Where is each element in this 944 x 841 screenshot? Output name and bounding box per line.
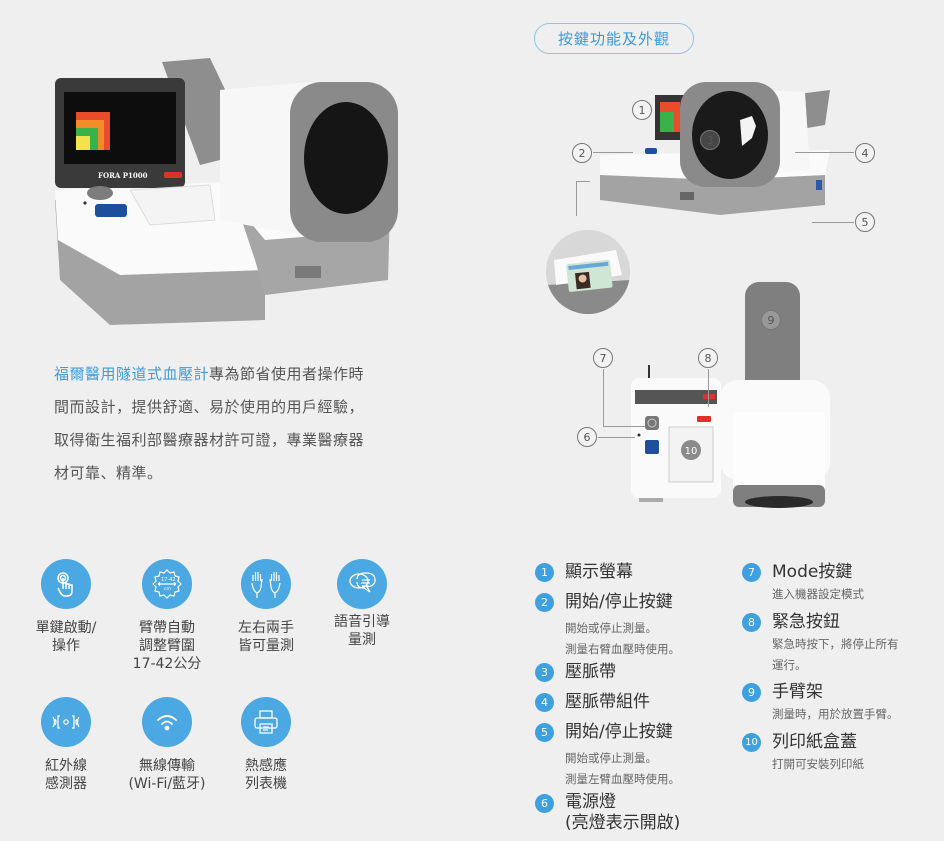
feature-voice-guide: 語音引導量測 — [307, 559, 417, 649]
part-number-badge: 1 — [535, 563, 554, 582]
feature-wireless: 無線傳輸(Wi-Fi/藍牙) — [112, 697, 222, 793]
feature-infrared: 紅外線感測器 — [11, 697, 121, 793]
callout-2: 2 — [572, 143, 592, 163]
device-photo-main: FORA P1000 — [50, 40, 410, 330]
part-number-badge: 9 — [742, 683, 761, 702]
part-item-9: 9 手臂架 測量時，用於放置手臂。 — [742, 681, 942, 727]
feature-both-hands: 左右兩手皆可量測 — [211, 559, 321, 655]
feature-printer: 熱感應列表機 — [211, 697, 321, 793]
callout-1: 1 — [632, 100, 652, 120]
part-item-8: 8 緊急按鈕 緊急時按下，將停止所有運行。 — [742, 611, 942, 677]
svg-text:17-42: 17-42 — [161, 577, 176, 583]
part-number-badge: 7 — [742, 563, 761, 582]
part-number-badge: 6 — [535, 794, 554, 813]
two-hands-icon — [241, 559, 291, 609]
infrared-sensor-icon — [41, 697, 91, 747]
svg-text:FORA P1000: FORA P1000 — [98, 171, 148, 180]
part-item-1: 1 顯示螢幕 — [535, 561, 725, 585]
wifi-icon — [142, 697, 192, 747]
printer-icon — [241, 697, 291, 747]
section-title-pill: 按鍵功能及外觀 — [534, 23, 694, 54]
part-item-4: 4 壓脈帶組件 — [535, 691, 725, 715]
touch-hand-icon — [41, 559, 91, 609]
intro-paragraph: 福爾醫用隧道式血壓計專為節省使用者操作時 間而設計，提供舒適、易於使用的用戶經驗… — [54, 365, 365, 482]
callout-line-4 — [795, 152, 854, 153]
callout-line-7-h — [603, 426, 645, 427]
part-item-5: 5 開始/停止按鍵 開始或停止測量。測量左臂血壓時使用。 — [535, 721, 725, 787]
callout-9: 9 — [761, 310, 781, 330]
cuff-size-icon: 17-42 cm — [142, 559, 192, 609]
callout-line-8 — [708, 369, 709, 407]
part-item-6: 6 電源燈(亮燈表示開啟) — [535, 792, 725, 838]
part-item-3: 3 壓脈帶 — [535, 661, 725, 685]
callout-line-7 — [603, 369, 604, 426]
callout-6: 6 — [577, 427, 597, 447]
callout-line-card — [576, 181, 577, 216]
part-number-badge: 5 — [535, 723, 554, 742]
part-number-badge: 4 — [535, 693, 554, 712]
callout-line-2 — [593, 152, 633, 153]
callout-5: 5 — [855, 212, 875, 232]
card-reader-inset — [546, 230, 630, 314]
svg-text:10: 10 — [685, 446, 698, 457]
device-diagram-top: 10 — [625, 280, 840, 515]
part-number-badge: 2 — [535, 593, 554, 612]
device-diagram-front — [580, 80, 850, 225]
part-item-2: 2 開始/停止按鍵 開始或停止測量。測量右臂血壓時使用。 — [535, 591, 725, 657]
brand-product-name: 福爾醫用隧道式血壓計 — [54, 365, 210, 383]
part-number-badge: 10 — [742, 733, 761, 752]
callout-7: 7 — [593, 348, 613, 368]
callout-line-6 — [598, 437, 635, 438]
callout-line-card-h — [576, 181, 590, 182]
speech-bubble-icon — [337, 559, 387, 609]
part-item-7: 7 Mode按鍵 進入機器設定模式 — [742, 561, 942, 607]
part-number-badge: 8 — [742, 613, 761, 632]
part-number-badge: 3 — [535, 663, 554, 682]
callout-3: 3 — [700, 130, 720, 150]
svg-text:cm: cm — [164, 587, 171, 592]
feature-one-touch: 單鍵啟動/操作 — [11, 559, 121, 655]
callout-8: 8 — [698, 348, 718, 368]
callout-4: 4 — [855, 143, 875, 163]
part-item-10: 10 列印紙盒蓋 打開可安裝列印紙 — [742, 731, 942, 777]
callout-line-5 — [812, 222, 854, 223]
